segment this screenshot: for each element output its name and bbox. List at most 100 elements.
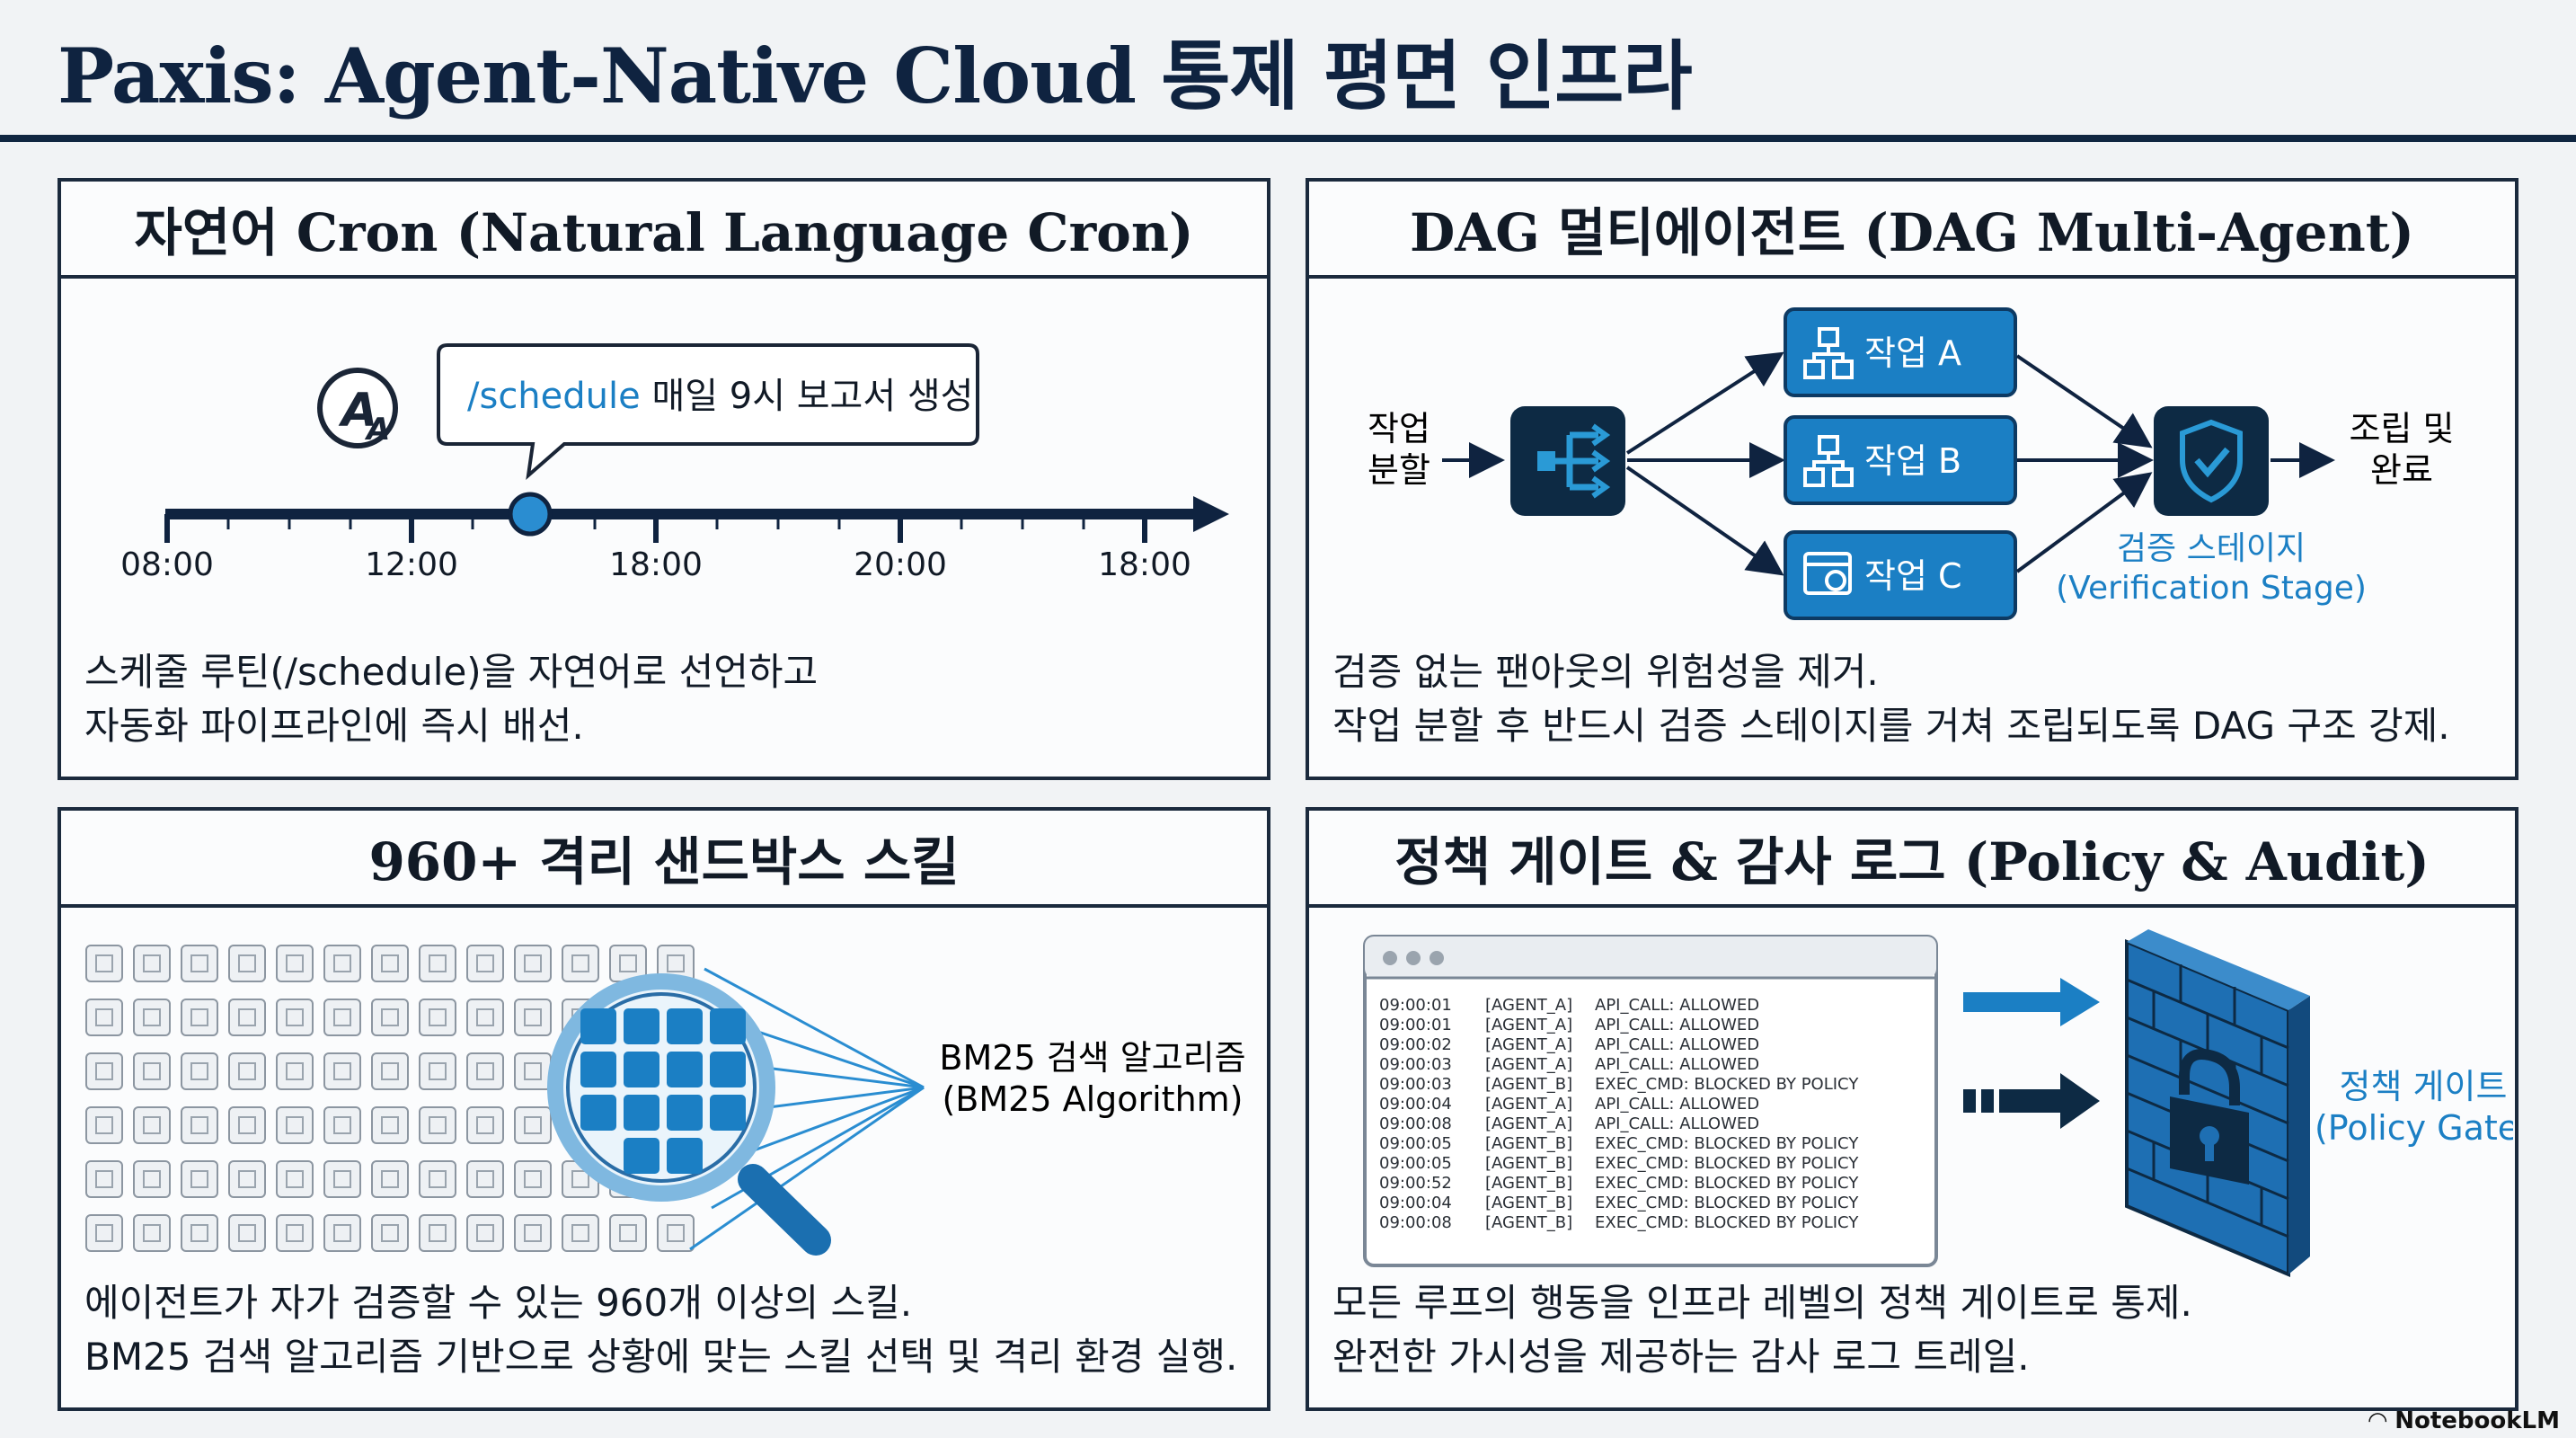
skill-icon (466, 1052, 504, 1090)
verification-node (2154, 406, 2269, 516)
log-agent: [AGENT_A] (1485, 1016, 1572, 1034)
log-event: API_CALL: ALLOWED (1595, 1114, 1759, 1133)
log-event: API_CALL: ALLOWED (1595, 996, 1759, 1015)
svg-text:A: A (364, 412, 390, 448)
skill-icon (85, 1106, 123, 1144)
panel-policy-heading: 정책 게이트 & 감사 로그 (Policy & Audit) (1309, 811, 2515, 908)
log-agent: [AGENT_B] (1485, 1154, 1572, 1173)
lock-icon (2170, 1049, 2249, 1185)
done-label: 조립 및 (2350, 409, 2455, 448)
skill-icon (419, 945, 456, 982)
log-event: EXEC_CMD: BLOCKED BY POLICY (1595, 1194, 1859, 1212)
skill-icon (85, 1052, 123, 1090)
skill-icon (323, 1106, 361, 1144)
description-line: 자동화 파이프라인에 즉시 배선. (84, 704, 584, 748)
log-timestamp: 09:00:05 (1379, 1154, 1452, 1173)
policy-gate-label: 정책 게이트 (2340, 1067, 2508, 1106)
timeline-axis (164, 492, 1229, 543)
description-line: 완전한 가시성을 제공하는 감사 로그 트레일. (1332, 1335, 2030, 1379)
task-b-node: 작업 B (1784, 415, 2017, 505)
skill-icon (276, 1052, 314, 1090)
skill-icon (133, 1214, 171, 1252)
audit-log-line: 09:00:04[AGENT_A]API_CALL: ALLOWED (1379, 1095, 1759, 1114)
log-timestamp: 09:00:03 (1379, 1075, 1452, 1094)
skill-icon (466, 945, 504, 982)
skill-icon (85, 1160, 123, 1198)
skill-icon (228, 1106, 266, 1144)
skill-icon (133, 1052, 171, 1090)
skill-icon (609, 1214, 647, 1252)
task-b-label: 작업 B (1864, 441, 1961, 481)
description-line: 검증 없는 팬아웃의 위험성을 제거. (1332, 650, 1879, 694)
audit-log-line: 09:00:04[AGENT_B]EXEC_CMD: BLOCKED BY PO… (1379, 1194, 1859, 1212)
timeline-tick-label: 08:00 (120, 546, 214, 579)
svg-text:A: A (338, 384, 377, 438)
task-c-node: 작업 C (1784, 530, 2017, 620)
split-label: 분할 (1368, 450, 1430, 490)
allowed-arrow (1963, 978, 2100, 1026)
title-divider (0, 135, 2576, 142)
timeline-tick-label: 12:00 (365, 546, 458, 579)
log-agent: [AGENT_B] (1485, 1194, 1572, 1212)
log-event: EXEC_CMD: BLOCKED BY POLICY (1595, 1075, 1859, 1094)
skill-icon (133, 1106, 171, 1144)
log-event: API_CALL: ALLOWED (1595, 1055, 1759, 1074)
skill-icon (419, 999, 456, 1036)
skill-icon (181, 1160, 218, 1198)
skill-icon (85, 1214, 123, 1252)
magnifier-icon (547, 973, 831, 1256)
log-timestamp: 09:00:52 (1379, 1174, 1452, 1193)
skill-icon (371, 1052, 409, 1090)
log-agent: [AGENT_A] (1485, 996, 1572, 1015)
dag-flow-diagram: 작업 분할 작업 A 작업 B 작업 C (1368, 307, 2455, 620)
brand-label: NotebookLM (2395, 1407, 2560, 1434)
skill-icon (228, 999, 266, 1036)
skill-icon (323, 1052, 361, 1090)
audit-log-line: 09:00:52[AGENT_B]EXEC_CMD: BLOCKED BY PO… (1379, 1174, 1859, 1193)
policy-gate-label: (Policy Gate) (2315, 1108, 2513, 1148)
panel-skills: 960+ 격리 샌드박스 스킬 BM25 검색 알고리즘 (BM25 Algor… (58, 807, 1270, 1411)
verification-label: 검증 스테이지 (2117, 530, 2306, 567)
skill-icon (514, 999, 552, 1036)
log-event: API_CALL: ALLOWED (1595, 1016, 1759, 1034)
panel-skills-heading: 960+ 격리 샌드박스 스킬 (61, 811, 1267, 908)
done-label: 완료 (2370, 450, 2433, 490)
skill-icon (657, 1214, 695, 1252)
task-c-label: 작업 C (1864, 556, 1962, 596)
timeline-marker (508, 492, 553, 537)
schedule-command-text: 매일 9시 보고서 생성 (641, 376, 974, 417)
skill-icon (181, 945, 218, 982)
skill-icon (181, 999, 218, 1036)
log-agent: [AGENT_B] (1485, 1134, 1572, 1153)
skill-icon (323, 945, 361, 982)
skill-icon (514, 945, 552, 982)
policy-gate-diagram: 정책 게이트 (Policy Gate) (1963, 929, 2513, 1278)
description-line: 에이전트가 자가 검증할 수 있는 960개 이상의 스킬. (84, 1281, 913, 1325)
skill-icon (419, 1214, 456, 1252)
panel-policy-description: 모든 루프의 행동을 인프라 레벨의 정책 게이트로 통제. 완전한 가시성을 … (1332, 1276, 2192, 1384)
log-event: EXEC_CMD: BLOCKED BY POLICY (1595, 1213, 1859, 1232)
bm25-label: BM25 검색 알고리즘 (939, 1038, 1245, 1078)
panel-cron-description: 스케줄 루틴(/schedule)을 자연어로 선언하고 자동화 파이프라인에 … (84, 645, 818, 753)
shield-icon (2180, 419, 2243, 503)
skill-icon (466, 1160, 504, 1198)
skill-icon (514, 1106, 552, 1144)
skill-icon (466, 999, 504, 1036)
log-agent: [AGENT_B] (1485, 1213, 1572, 1232)
audit-log-line: 09:00:03[AGENT_A]API_CALL: ALLOWED (1379, 1055, 1759, 1074)
log-agent: [AGENT_B] (1485, 1174, 1572, 1193)
description-line: 스케줄 루틴(/schedule)을 자연어로 선언하고 (84, 650, 819, 694)
log-agent: [AGENT_B] (1485, 1075, 1572, 1094)
skill-icon (323, 1214, 361, 1252)
skill-icon (466, 1214, 504, 1252)
cron-timeline-diagram: A A /schedule 매일 9시 보고서 생성 08:00 (120, 343, 1229, 579)
skill-icon (657, 945, 695, 982)
timeline-tick-label: 18:00 (1098, 546, 1191, 579)
log-timestamp: 09:00:05 (1379, 1134, 1452, 1153)
audit-log-line: 09:00:03 [AGENT_B] EXEC_CMD: BLOCKED BY PO… (1379, 1075, 1859, 1094)
notebooklm-brand: ◠ NotebookLM (2368, 1407, 2560, 1434)
firewall-icon (2125, 929, 2310, 1278)
log-timestamp: 09:00:08 (1379, 1114, 1452, 1133)
skill-icon (323, 1160, 361, 1198)
skill-icon (419, 1106, 456, 1144)
